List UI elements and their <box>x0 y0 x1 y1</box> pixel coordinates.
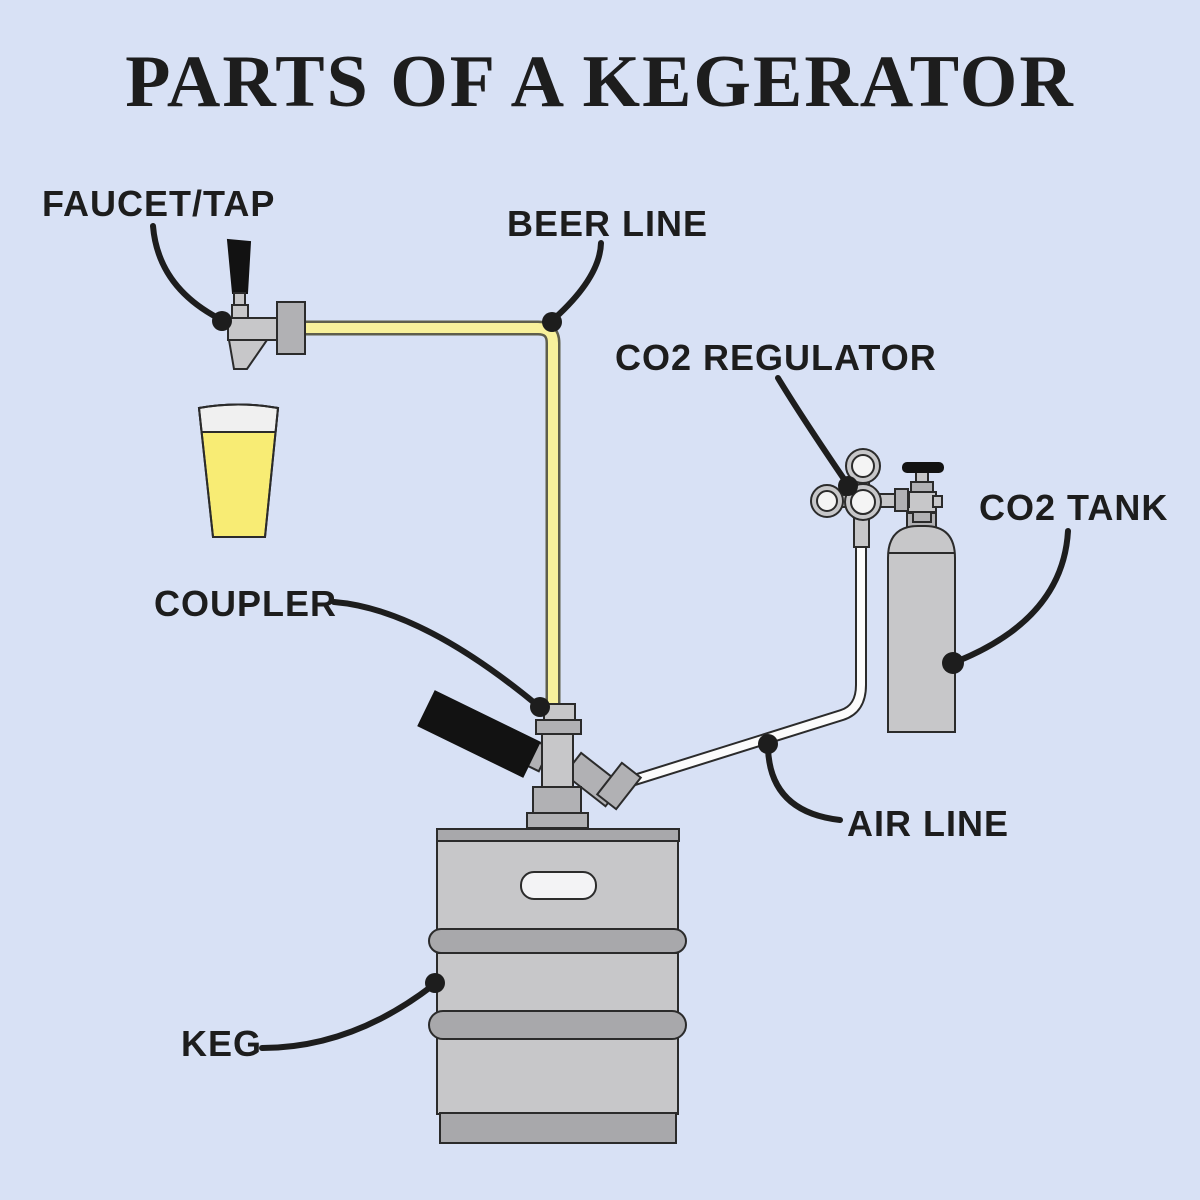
label-beer-line: BEER LINE <box>507 203 709 244</box>
beer-line-tube <box>300 320 561 706</box>
pointer-keg <box>259 973 445 1051</box>
beer-glass <box>197 403 280 538</box>
faucet-graphic <box>226 238 306 370</box>
label-co2-tank: CO2 TANK <box>979 487 1169 528</box>
pointer-faucet <box>150 223 232 331</box>
page-title: PARTS OF A KEGERATOR <box>125 41 1075 123</box>
pointer-co2-regulator <box>775 375 858 496</box>
pointer-coupler <box>331 599 550 717</box>
keg-graphic <box>428 828 687 1144</box>
label-co2-regulator: CO2 REGULATOR <box>615 337 937 378</box>
pointer-beer-line <box>542 240 604 332</box>
coupler-graphic <box>417 690 643 829</box>
co2-tank-valve <box>902 462 944 523</box>
label-air-line: AIR LINE <box>847 803 1010 844</box>
label-coupler: COUPLER <box>154 583 338 624</box>
label-faucet-tap: FAUCET/TAP <box>42 183 276 224</box>
label-keg: KEG <box>181 1023 263 1064</box>
pointer-co2-tank <box>942 528 1071 674</box>
co2-regulator-graphic <box>810 448 910 548</box>
co2-tank-graphic <box>887 512 956 733</box>
pointer-air-line <box>758 734 843 823</box>
air-line-tube <box>626 545 867 788</box>
